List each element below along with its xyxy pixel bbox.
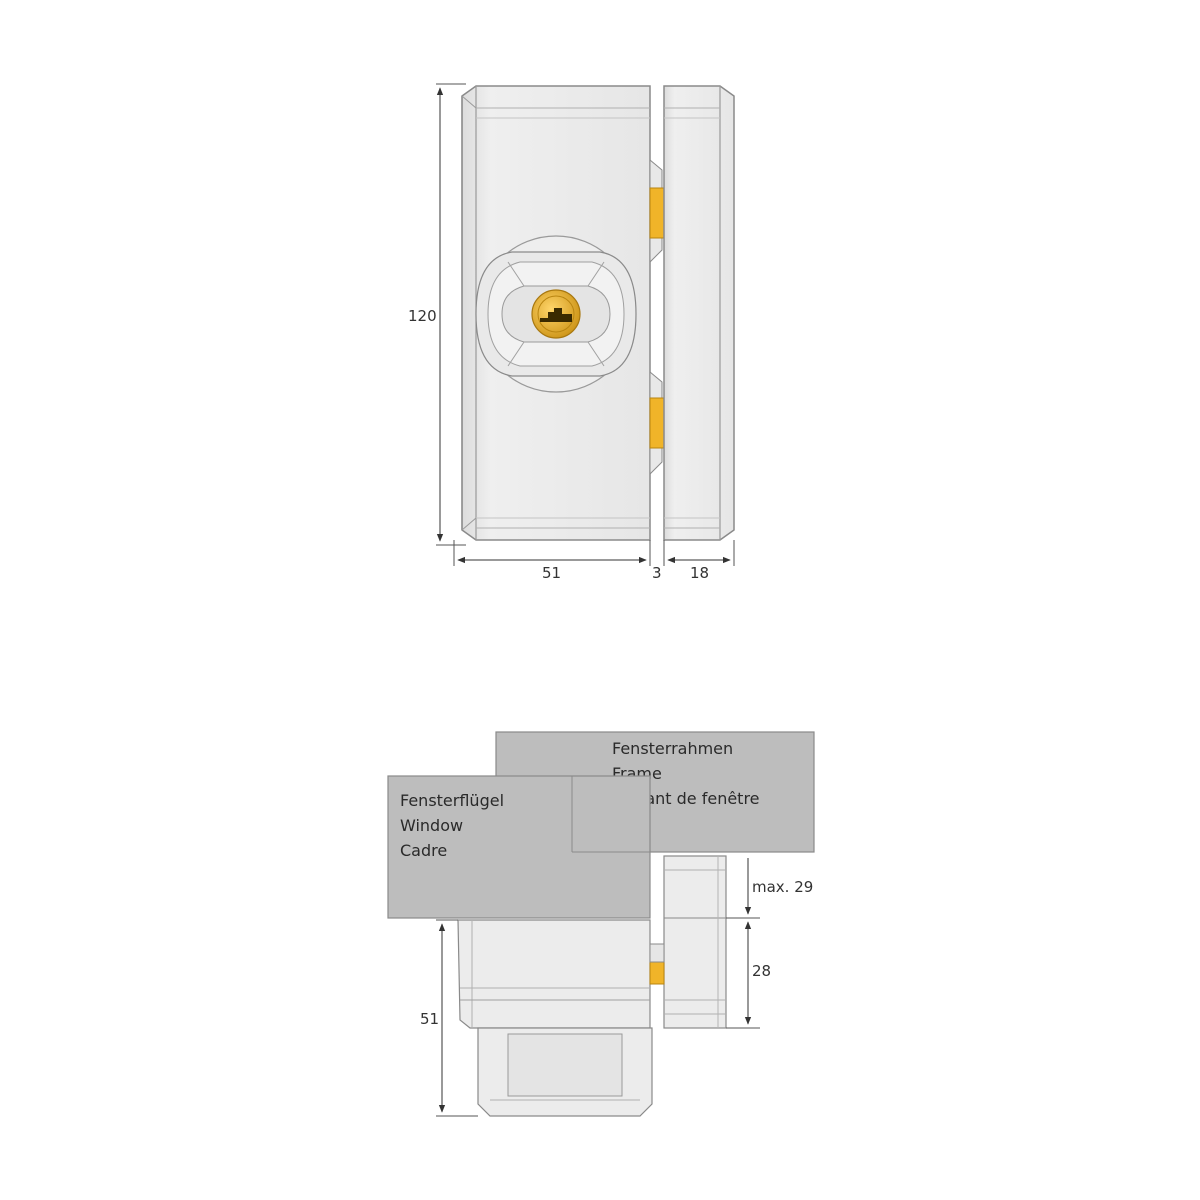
dimension-frame: max. 29 28 [726,858,813,1029]
dimension-height-label: 120 [408,307,437,325]
latch-upper [649,158,665,264]
dimension-height: 120 [408,83,466,546]
latch-lower [649,370,665,476]
sash-label-fr: Cadre [400,841,447,860]
frame-label-de: Fensterrahmen [612,739,733,758]
keyhole-icon [540,308,572,322]
sash-label-de: Fensterflügel [400,791,504,810]
dimension-sash-depth: 51 [420,919,478,1117]
dimension-body-width-label: 51 [542,564,561,582]
side-view: Fensterrahmen Frame Battant de fenêtre F… [387,731,815,1117]
front-view: 120 51 3 18 [408,83,735,582]
dimension-sash-depth-label: 51 [420,1010,439,1028]
dimension-frame-depth-label: 28 [752,962,771,980]
sash-label-en: Window [400,816,463,835]
key-cylinder [531,289,581,339]
frame-part-side [663,855,727,1029]
dimension-frame-max-label: max. 29 [752,878,813,896]
dimension-widths: 51 3 18 [453,540,735,582]
cylinder-housing-side [477,1027,653,1117]
sash-part-side [457,919,665,1029]
dimension-gap-label: 3 [652,564,662,582]
frame-part [663,85,735,541]
dimension-frame-width-label: 18 [690,564,709,582]
sash-label-box: Fensterflügel Window Cadre [387,775,651,919]
